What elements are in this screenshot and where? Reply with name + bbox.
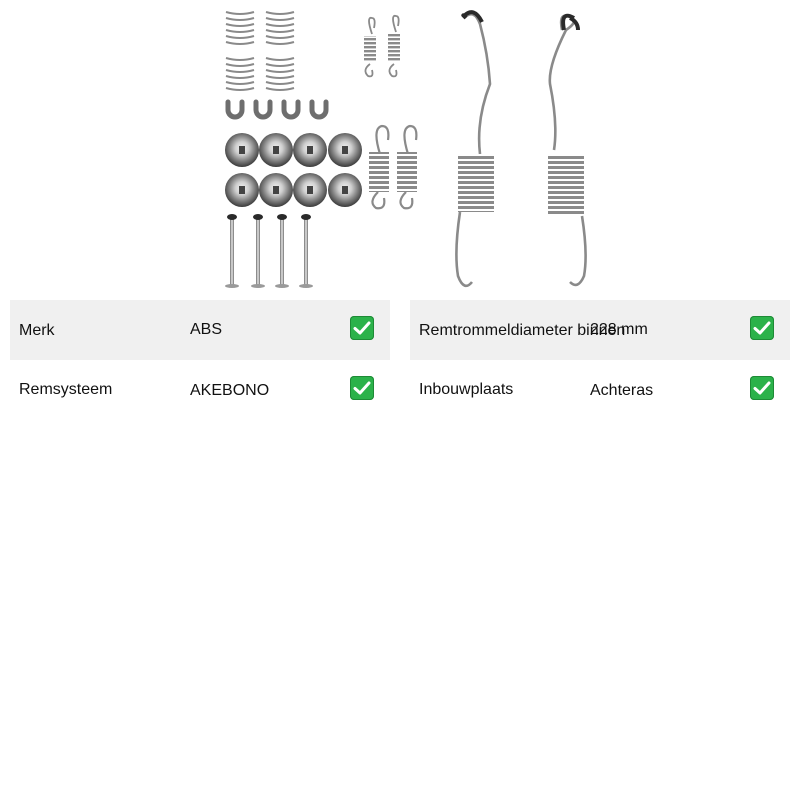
- check-icon: [750, 376, 774, 400]
- medium-tension-springs: [369, 124, 418, 210]
- spec-label-remtrommeldiameter: Remtrommeldiameter binnen: [419, 322, 626, 339]
- u-clips: [225, 99, 329, 120]
- spec-value-inbouwplaats: Achteras: [590, 382, 654, 399]
- spec-label-remsysteem: Remsysteem: [19, 381, 113, 398]
- spec-row-inbouwplaats: Inbouwplaats Achteras: [410, 360, 790, 420]
- small-tension-springs: [364, 14, 400, 78]
- specs-table-left: Merk ABS Remsysteem AKEBONO: [10, 300, 390, 420]
- check-icon: [750, 316, 774, 340]
- spec-row-merk: Merk ABS: [10, 300, 390, 360]
- retainer-washers: [225, 133, 362, 207]
- large-return-springs: [455, 10, 587, 288]
- specs-table-right: Remtrommeldiameter binnen 228 mm Inbouwp…: [410, 300, 790, 420]
- spec-value-remtrommeldiameter: 228 mm: [590, 321, 648, 338]
- compression-springs: [225, 11, 295, 91]
- spec-label-inbouwplaats: Inbouwplaats: [419, 381, 514, 398]
- spec-row-remsysteem: Remsysteem AKEBONO: [10, 360, 390, 420]
- spec-row-remtrommeldiameter: Remtrommeldiameter binnen 228 mm: [410, 300, 790, 360]
- spec-label-merk: Merk: [19, 322, 55, 339]
- check-icon: [350, 376, 374, 400]
- brake-kit-illustration: [225, 10, 587, 288]
- check-icon: [350, 316, 374, 340]
- spec-value-remsysteem: AKEBONO: [190, 382, 270, 399]
- hold-down-pins: [225, 214, 313, 288]
- product-image: [218, 6, 594, 294]
- spec-value-merk: ABS: [190, 321, 223, 338]
